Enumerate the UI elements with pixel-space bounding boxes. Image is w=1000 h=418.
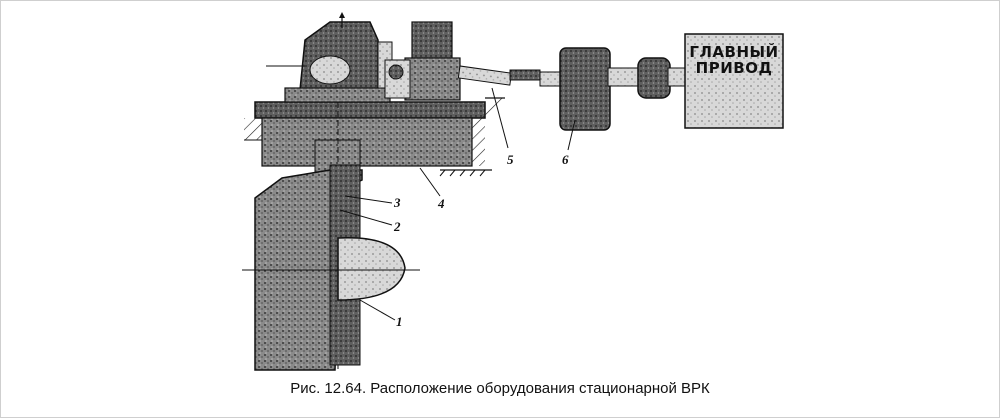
foundation (244, 97, 505, 177)
callout-2: 2 (393, 219, 401, 234)
leader-lines (339, 87, 576, 321)
callout-6: 6 (562, 152, 569, 167)
main-drive-box: ГЛАВНЫЙ ПРИВОД (684, 33, 784, 129)
propeller-body (242, 164, 420, 371)
hydraulic-unit (384, 21, 541, 101)
callout-3: 3 (393, 195, 401, 210)
gear-housing (266, 12, 393, 103)
callout-5: 5 (507, 152, 514, 167)
callout-4: 4 (437, 196, 445, 211)
callout-1: 1 (396, 314, 403, 329)
main-drive-label-line2: ПРИВОД (696, 59, 773, 77)
main-drive-label-line1: ГЛАВНЫЙ (689, 42, 778, 61)
coupling-unit (539, 47, 687, 131)
figure-caption: Рис. 12.64. Расположение оборудования ст… (290, 380, 710, 397)
